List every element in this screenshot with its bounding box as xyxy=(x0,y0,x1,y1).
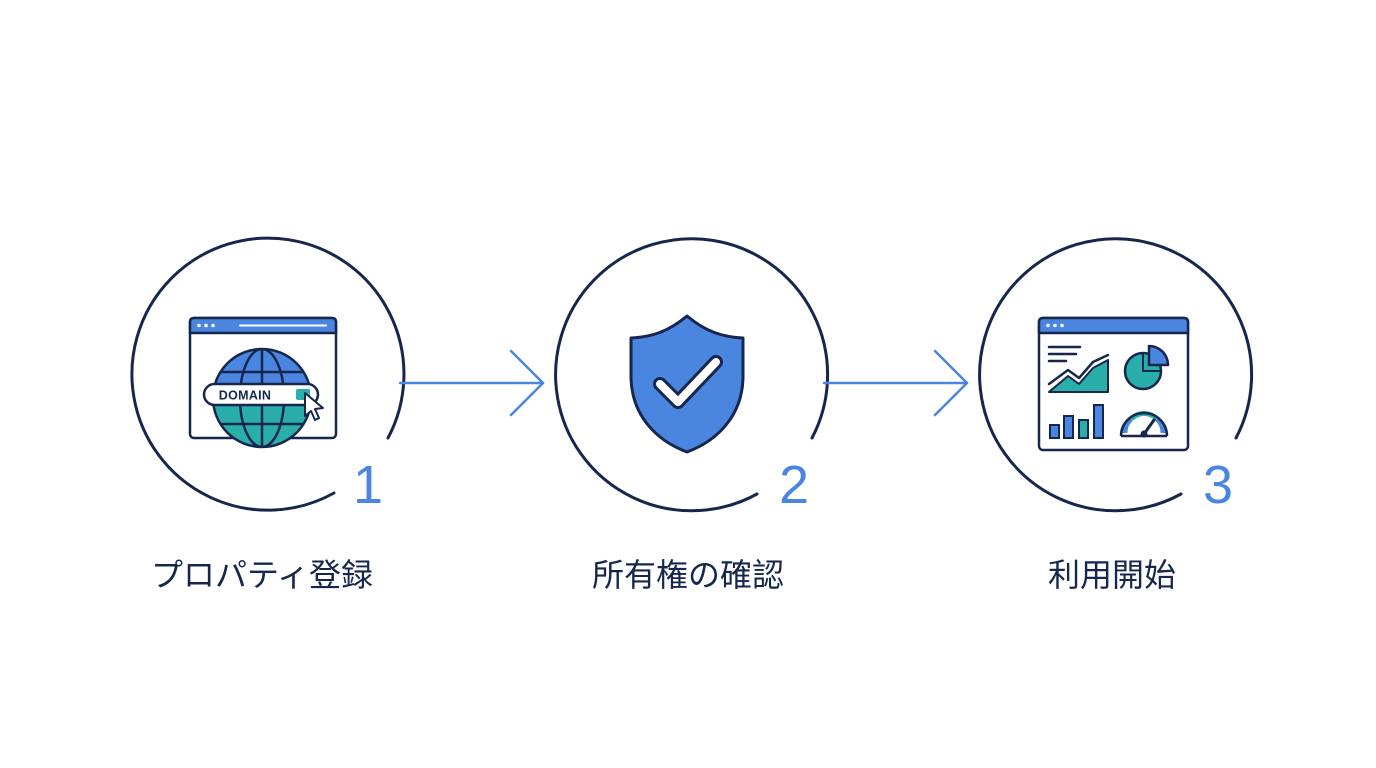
domain-badge-text: DOMAIN xyxy=(219,389,272,403)
step-2-circle xyxy=(554,237,830,513)
step-2: 2 所有権の確認 xyxy=(554,237,830,594)
step-1: DOMAIN 1 プロパティ登録 xyxy=(130,236,406,594)
step-3-label: 利用開始 xyxy=(1048,556,1176,594)
analytics-dashboard-icon xyxy=(1037,316,1190,452)
step-3: 3 利用開始 xyxy=(978,237,1254,594)
step-1-circle xyxy=(130,236,406,512)
shield-check-icon xyxy=(629,314,745,454)
arrow-right-icon xyxy=(822,349,969,417)
step-3-number: 3 xyxy=(1203,455,1233,515)
step-2-label: 所有権の確認 xyxy=(592,556,784,594)
step-1-number: 1 xyxy=(353,455,383,515)
arrow-right-icon xyxy=(398,349,545,417)
browser-globe-domain-icon: DOMAIN xyxy=(188,316,338,449)
step-2-number: 2 xyxy=(779,455,809,515)
step-1-label: プロパティ登録 xyxy=(151,556,373,594)
cursor-icon xyxy=(304,392,324,421)
step-3-circle xyxy=(978,237,1254,513)
